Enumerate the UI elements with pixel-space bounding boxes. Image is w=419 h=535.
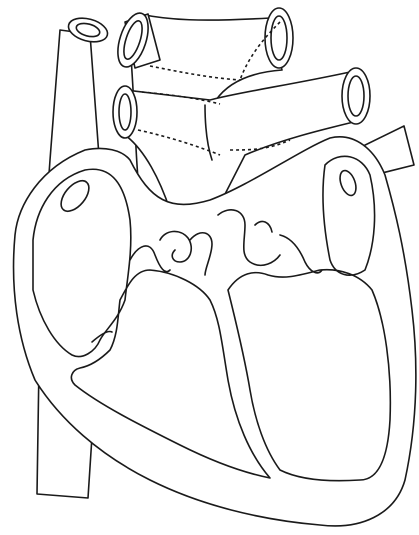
heart-diagram bbox=[0, 0, 419, 535]
heart-diagram-svg bbox=[0, 0, 419, 535]
